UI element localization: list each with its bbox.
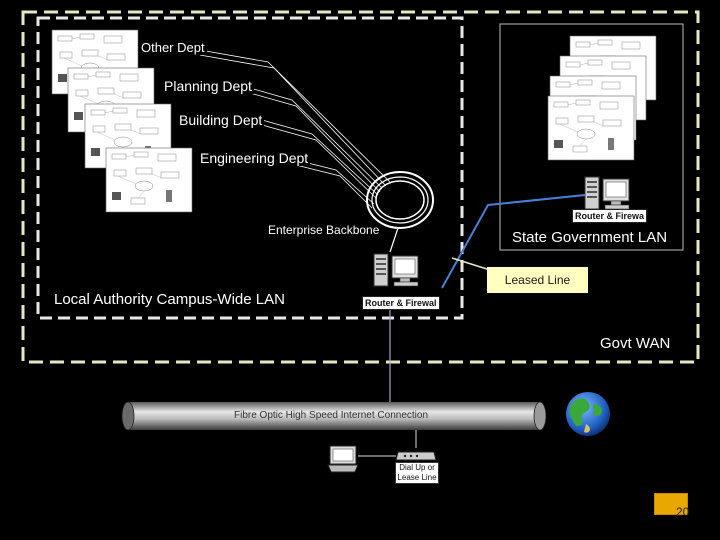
backbone-ring-icon [366,171,434,229]
dept-label-building: Building Dept [177,112,265,128]
laptop-icon [327,445,359,473]
local-lan-boundary [36,16,464,320]
leased-line-label: Leased Line [487,267,588,293]
globe-icon [566,392,610,436]
router-firewall-icon [373,253,419,287]
router-label-state: Router & Firewa [572,209,648,223]
state-lan-boundary [499,23,684,251]
router-label: Router & Firewal [362,296,440,310]
dept-doc-stack [51,29,193,213]
backbone-to-router-link [389,227,399,253]
govt-wan-boundary [21,10,700,364]
dept-label-engineering: Engineering Dept [198,150,311,166]
slide-number: 20 [676,505,690,519]
dept-label-other: Other Dept [139,40,207,55]
backbone-label: Enterprise Backbone [268,223,380,237]
leased-line-pointer [451,257,491,271]
state-doc-stack [547,35,657,161]
dept-links [199,49,391,209]
modem-icon [395,451,437,461]
state-doc-4 [547,95,635,161]
dept-label-planning: Planning Dept [162,78,254,94]
slide-number-box [654,493,688,515]
local-lan-label: Local Authority Campus-Wide LAN [54,291,285,308]
dialup-label: Dial Up or Lease Line [395,462,439,484]
router-firewall-icon-state [584,176,630,210]
govt-wan-label: Govt WAN [600,335,671,352]
fibre-pipe [121,401,547,431]
fibre-pipe-label: Fibre Optic High Speed Internet Connecti… [234,410,428,421]
state-lan-label: State Government LAN [512,229,668,246]
dept-doc-engineering [105,147,193,213]
